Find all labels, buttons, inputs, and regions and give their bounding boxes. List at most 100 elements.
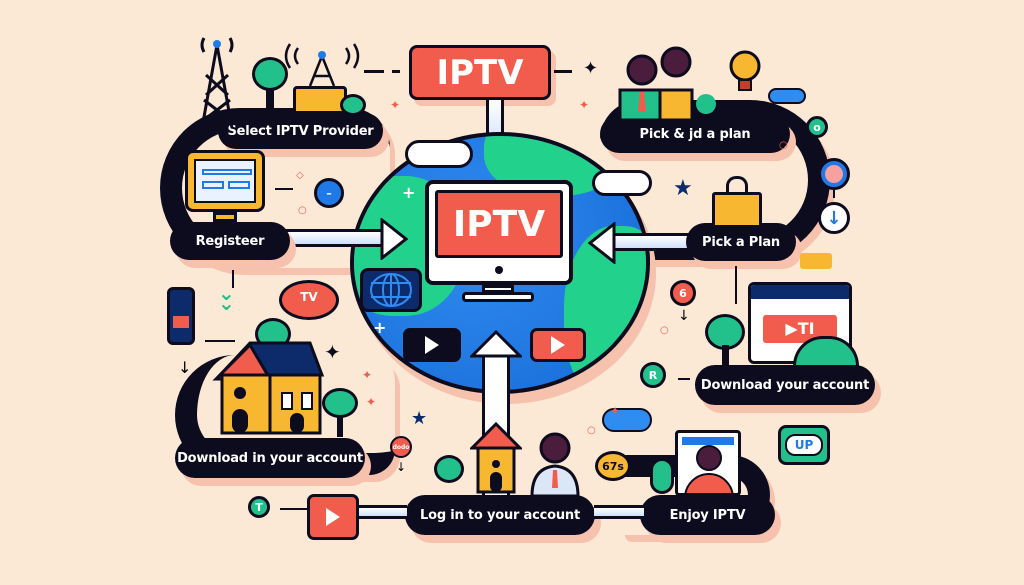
- bottom-connector-left: [355, 505, 407, 519]
- cloud-right: [592, 170, 652, 196]
- sparkle-icon: ○: [587, 425, 596, 436]
- star-icon: ★: [673, 176, 693, 201]
- connector: [735, 266, 737, 304]
- plus-icon: +: [402, 183, 416, 202]
- play-icon: [425, 336, 439, 354]
- letter-t-badge[interactable]: T: [248, 496, 270, 518]
- small-red-badge[interactable]: dodo: [390, 436, 412, 458]
- bottom-connector-right: [594, 505, 644, 519]
- sparkle-icon: ✦: [610, 404, 621, 418]
- step-download-your-account[interactable]: Download your account: [695, 365, 875, 405]
- arrow-down-icon: ↓: [396, 460, 407, 474]
- connector-right: [554, 70, 572, 73]
- plus-icon: +: [373, 318, 387, 337]
- number-six-badge[interactable]: 6: [670, 280, 696, 306]
- connector: [280, 508, 308, 510]
- blue-cloud-icon: [768, 88, 806, 104]
- step-select-provider[interactable]: Select IPTV Provider: [218, 113, 383, 149]
- arrow-down-icon: ↓: [178, 358, 192, 377]
- up-sign-label: UP: [784, 434, 824, 456]
- monitor-base: [462, 292, 534, 302]
- arrow-up-head: [470, 330, 522, 358]
- play-icon: [551, 336, 565, 354]
- antenna-tower-icon: [284, 43, 360, 87]
- iptv-banner: IPTV: [409, 45, 551, 100]
- phone-remote-icon: [167, 287, 195, 345]
- computer-icon: [185, 150, 265, 212]
- sparkle-icon: ○: [298, 205, 307, 216]
- minus-circle-icon[interactable]: –: [314, 178, 344, 208]
- play-button-dark[interactable]: [403, 328, 461, 362]
- blue-cloud-icon: [602, 408, 652, 432]
- light-bulb-icon: [729, 50, 761, 91]
- sparkle-icon: ○: [660, 325, 669, 336]
- star-icon: ✦: [583, 58, 599, 79]
- step-enjoy[interactable]: Enjoy IPTV: [640, 495, 775, 535]
- small-house-icon: [470, 422, 522, 494]
- monitor-screen: IPTV: [435, 190, 563, 258]
- tree-trunk: [266, 88, 274, 118]
- download-arrow-icon[interactable]: ↓: [818, 202, 850, 234]
- sparkle-icon: ✦: [366, 395, 377, 409]
- arrow-right-head: [380, 218, 408, 260]
- star-icon: ★: [411, 408, 428, 429]
- up-sign[interactable]: UP: [778, 425, 830, 465]
- monitor-power-dot: [495, 266, 503, 274]
- bush-icon: [650, 458, 674, 494]
- sparkle-icon: ◇: [296, 170, 304, 181]
- person-avatar: [696, 445, 722, 471]
- step-log-in[interactable]: Log in to your account: [405, 495, 595, 535]
- sparkle-icon: ✦: [579, 98, 590, 112]
- arrow-left-head: [588, 222, 616, 264]
- dashed-connector-left-2: [392, 70, 400, 73]
- tree-icon: [252, 57, 288, 91]
- center-monitor: IPTV: [425, 180, 573, 285]
- small-house-icon: [293, 86, 347, 114]
- tree-trunk: [337, 415, 343, 437]
- tree-trunk: [722, 345, 729, 367]
- tree-icon: [434, 455, 464, 483]
- play-button-red-bottom[interactable]: [307, 494, 359, 540]
- connector: [833, 190, 835, 198]
- connector: [205, 340, 235, 342]
- coin-badge: 67s: [595, 451, 631, 481]
- chevrons-down-icon: ⌄⌄: [218, 281, 235, 315]
- letter-o-badge[interactable]: o: [806, 116, 828, 138]
- step-pick-plan[interactable]: Pick a Plan: [686, 223, 796, 261]
- dashed-connector-left: [364, 70, 384, 73]
- sparkle-icon: ✦: [362, 368, 373, 382]
- tv-speech-bubble: TV: [279, 280, 339, 320]
- sparkle-icon: ○: [779, 140, 788, 151]
- registration-form: [194, 159, 256, 203]
- globe-grid-icon: [360, 268, 422, 312]
- pattern-badge-icon[interactable]: [818, 158, 850, 190]
- shopping-box-handle: [726, 176, 748, 194]
- connector: [232, 270, 234, 288]
- connector: [275, 188, 293, 190]
- person-illustration: [530, 432, 580, 496]
- monitor-stand: [482, 285, 514, 293]
- couple-illustration: [618, 46, 716, 120]
- star-icon: ✦: [324, 340, 341, 364]
- connector: [678, 378, 690, 380]
- arrow-down-icon: ↓: [678, 308, 690, 324]
- tree-icon: [322, 388, 358, 418]
- arrow-right-shaft: [285, 229, 385, 247]
- house-illustration: [212, 341, 325, 435]
- step-register[interactable]: Registeer: [170, 222, 290, 260]
- step-pick-and-add-plan[interactable]: Pick & jd a plan: [600, 115, 790, 153]
- radio-tower-icon: [200, 37, 234, 129]
- play-icon: [326, 508, 340, 526]
- letter-r-badge[interactable]: R: [640, 362, 666, 388]
- tag-icon: [800, 253, 832, 269]
- bush-icon: [340, 94, 366, 116]
- computer-stand: [213, 212, 237, 222]
- video-call-screen: [675, 430, 741, 496]
- sparkle-icon: ✦: [390, 98, 401, 112]
- step-download-in-your-account[interactable]: Download in your account: [175, 438, 365, 478]
- shopping-box-icon: [712, 192, 762, 228]
- cloud-left: [405, 140, 473, 168]
- play-button-red[interactable]: [530, 328, 586, 362]
- arrow-left-shaft: [612, 233, 702, 251]
- browser-titlebar: [751, 285, 849, 299]
